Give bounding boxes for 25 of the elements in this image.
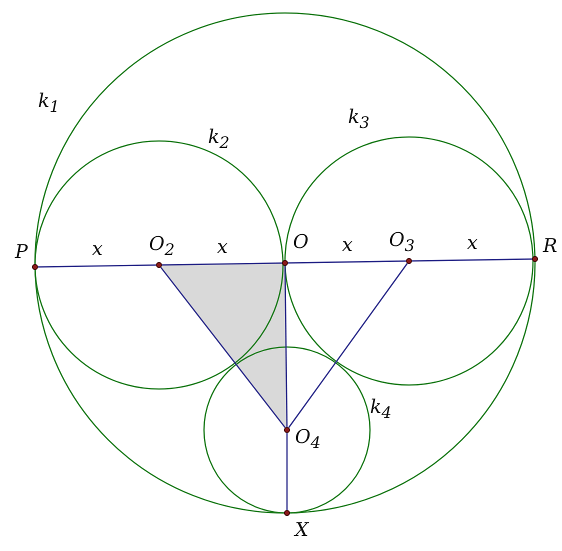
- point: [156, 262, 162, 268]
- point: [532, 256, 538, 262]
- point-label: X: [295, 521, 309, 540]
- line-segment: [284, 266, 288, 427]
- point: [32, 264, 38, 270]
- circle-label: k$_{4}$: [370, 398, 392, 421]
- point-label: O: [293, 233, 309, 252]
- circle-label: k$_{3}$: [348, 108, 370, 131]
- line-segment: [162, 262, 282, 266]
- line-segment: [38, 264, 156, 268]
- point: [284, 427, 290, 433]
- line-segment: [288, 263, 408, 428]
- circle-label: k$_{2}$: [208, 128, 230, 151]
- line-segment: [412, 258, 532, 262]
- point: [282, 260, 288, 266]
- point-label: O$_{3}$: [389, 231, 415, 254]
- point-label: O$_{2}$: [149, 235, 175, 258]
- point-label: R: [543, 237, 558, 256]
- point: [284, 510, 290, 516]
- point-label: O$_{4}$: [295, 428, 321, 451]
- line-segment: [288, 260, 406, 264]
- point: [406, 258, 412, 264]
- line-segment: [286, 433, 288, 510]
- point-label: P: [15, 243, 28, 262]
- circle-label: k$_{1}$: [38, 92, 60, 115]
